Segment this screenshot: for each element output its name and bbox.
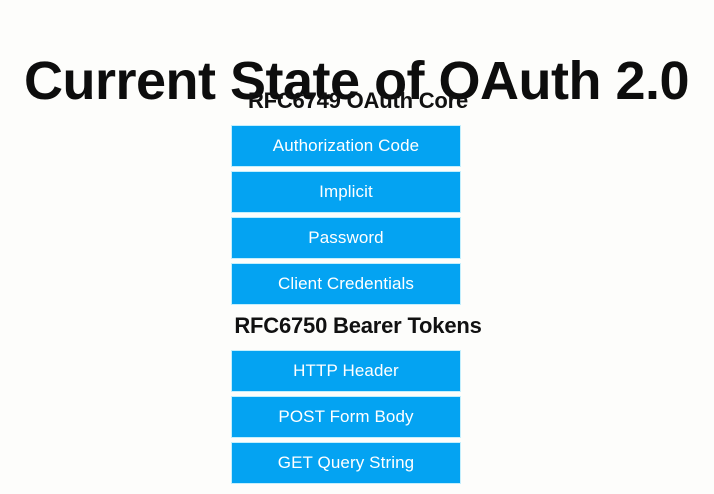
list-item-authorization-code[interactable]: Authorization Code [232, 126, 460, 166]
section-heading-bearer-tokens: RFC6750 Bearer Tokens [234, 313, 482, 338]
list-item-http-header[interactable]: HTTP Header [232, 351, 460, 391]
section-heading-oauth-core: RFC6749 OAuth Core [247, 88, 469, 113]
list-item-post-form-body[interactable]: POST Form Body [232, 397, 460, 437]
list-item-client-credentials[interactable]: Client Credentials [232, 264, 460, 304]
bearer-token-method-list: HTTP Header POST Form Body GET Query Str… [232, 351, 460, 483]
list-item-get-query-string[interactable]: GET Query String [232, 443, 460, 483]
section-oauth-core: RFC6749 OAuth Core Authorization Code Im… [0, 88, 714, 304]
grant-type-list: Authorization Code Implicit Password Cli… [232, 126, 460, 304]
section-bearer-tokens: RFC6750 Bearer Tokens HTTP Header POST F… [0, 313, 714, 489]
list-item-implicit[interactable]: Implicit [232, 172, 460, 212]
list-item-password[interactable]: Password [232, 218, 460, 258]
page-title: Current State of OAuth 2.0 [24, 51, 690, 112]
